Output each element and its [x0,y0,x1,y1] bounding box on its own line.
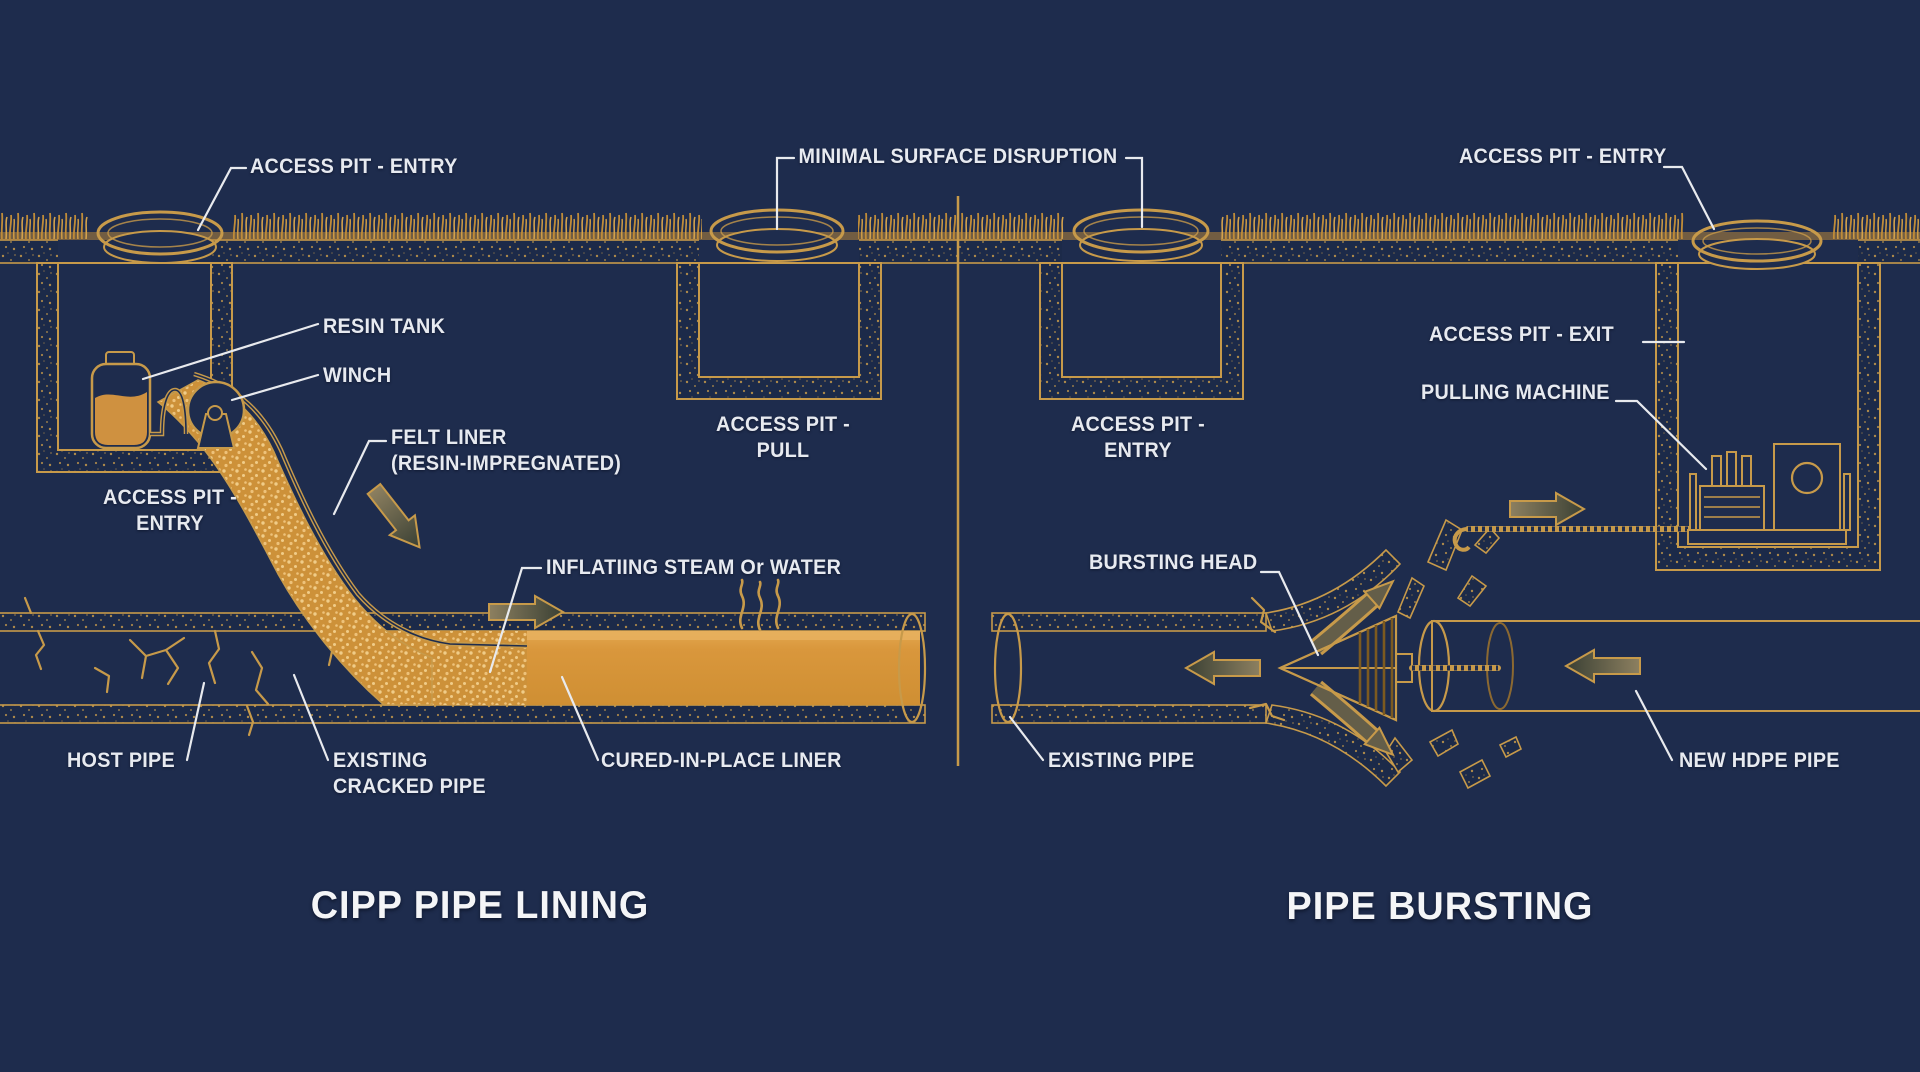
label-access-pit-entry-midright: ACCESS PIT - ENTRY [1046,411,1230,463]
label-access-pit-entry-below-line2: ENTRY [136,511,204,535]
flow-arrow-right-cable [1509,492,1585,526]
label-existing-cracked-line1: EXISTING [333,748,428,772]
label-existing-cracked-pipe: EXISTING CRACKED PIPE [333,747,486,799]
burst-wall-upper [1264,548,1402,632]
soil-layer [0,238,1920,265]
pull-cable [1452,526,1697,552]
burst-arrow-up [1309,579,1395,656]
manhole-left-entry [96,210,224,264]
label-felt-liner-line1: FELT LINER [391,425,507,449]
label-cured-in-place-liner: CURED-IN-PLACE LINER [601,748,842,772]
pipe-cracks [23,596,335,737]
burst-wall-lower [1264,704,1402,788]
label-existing-pipe: EXISTING PIPE [1048,748,1195,772]
label-host-pipe: HOST PIPE [67,748,176,772]
center-entry-pit [1039,262,1244,400]
steam-icon [739,578,781,632]
cured-in-place-liner [527,631,920,705]
flow-arrow-left-new-pipe [1565,649,1641,683]
resin-hose [150,387,189,437]
bursting-head-cone [1277,614,1413,722]
label-access-pit-entry-below: ACCESS PIT - ENTRY [78,484,262,536]
grass [0,210,1920,240]
label-inflating-steam: INFLATIING STEAM Or WATER [546,555,842,579]
label-felt-liner-line2: (RESIN-IMPREGNATED) [391,451,622,475]
pipe-end-rim [897,612,927,724]
label-new-hdpe-pipe: NEW HDPE PIPE [1679,748,1840,772]
label-minimal-surface-disruption: MINIMAL SURFACE DISRUPTION [798,144,1118,168]
label-access-pit-entry-below-line1: ACCESS PIT - [102,485,238,509]
host-pipe [0,596,927,737]
pulling-machine [1687,443,1851,545]
center-pull-pit [676,262,882,400]
flow-arrow-down [360,478,434,559]
label-resin-tank: RESIN TANK [323,314,446,338]
winch [186,380,246,449]
label-access-pit-pull-line1: ACCESS PIT - [715,412,851,436]
manhole-right-exit [1691,219,1823,270]
title-cipp-pipe-lining: CIPP PIPE LINING [310,884,650,927]
resin-tank [90,351,152,450]
label-access-pit-exit: ACCESS PIT - EXIT [1429,322,1614,346]
label-bursting-head: BURSTING HEAD [1089,550,1258,574]
label-access-pit-entry-midright-line1: ACCESS PIT - [1070,412,1206,436]
label-access-pit-entry-midright-line2: ENTRY [1104,438,1172,462]
label-felt-liner: FELT LINER (RESIN-IMPREGNATED) [391,424,621,476]
label-access-pit-entry-topright: ACCESS PIT - ENTRY [1459,144,1667,168]
felt-liner-band [156,371,528,706]
label-access-pit-pull: ACCESS PIT - PULL [691,411,875,463]
label-access-pit-entry-topleft: ACCESS PIT - ENTRY [250,154,458,178]
label-access-pit-pull-line2: PULL [756,438,810,462]
label-winch: WINCH [323,363,392,387]
pipe-shards [1385,518,1523,790]
title-pipe-bursting: PIPE BURSTING [1286,885,1594,928]
leader-lines [141,156,1716,762]
label-existing-cracked-line2: CRACKED PIPE [333,774,486,798]
label-pulling-machine: PULLING MACHINE [1421,380,1610,404]
burst-arrow-down [1309,680,1395,757]
